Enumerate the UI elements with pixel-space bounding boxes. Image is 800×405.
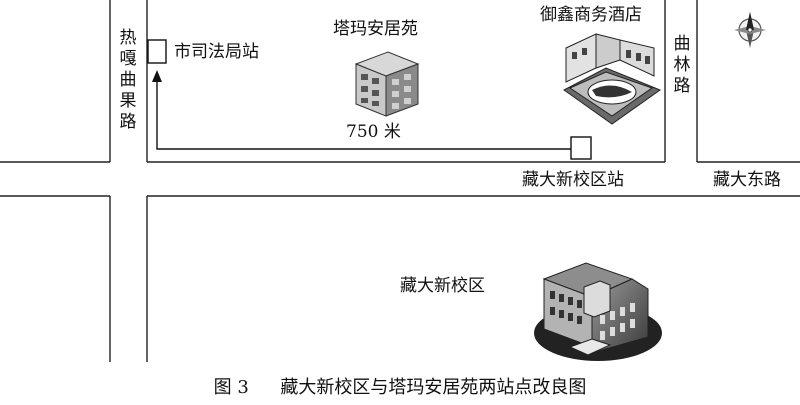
road-label-qulin-text: 曲林路 (673, 34, 691, 96)
stop-marker-sifaju[interactable] (147, 39, 167, 64)
road-label-recaoguo: 热嘎曲果路 (118, 28, 138, 133)
figure-title: 藏大新校区与塔玛安居苑两站点改良图 (280, 377, 587, 398)
figure-number: 图 3 (213, 377, 249, 398)
road-label-zangda-east: 藏大东路 (713, 170, 781, 190)
compass-rose-icon (734, 12, 766, 48)
figure-caption: 图 3 藏大新校区与塔玛安居苑两站点改良图 (0, 373, 800, 399)
hotel-building-icon (563, 33, 662, 125)
bus-route (152, 70, 572, 150)
route-arrow-icon (152, 70, 162, 82)
route-distance-label: 750 米 (346, 122, 401, 142)
place-label-tama: 塔玛安居苑 (333, 19, 418, 39)
road-edges (0, 0, 800, 362)
stop-label-sifaju: 市司法局站 (174, 42, 259, 62)
campus-building-icon (534, 262, 662, 361)
place-label-yuxin: 御鑫商务酒店 (540, 5, 642, 25)
stop-marker-zangda[interactable] (570, 136, 592, 160)
road-label-recaoguo-text: 热嘎曲果路 (119, 28, 137, 132)
road-label-qulin: 曲林路 (672, 34, 692, 97)
stop-label-zangda: 藏大新校区站 (522, 170, 624, 190)
place-label-campus: 藏大新校区 (400, 276, 485, 296)
residential-building-icon (354, 51, 420, 117)
route-line (156, 80, 572, 150)
